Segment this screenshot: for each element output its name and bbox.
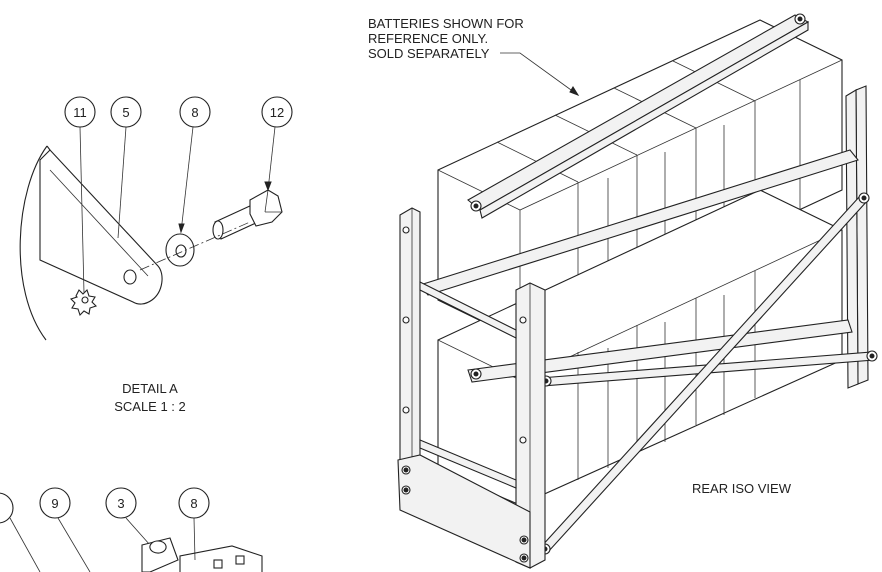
lower-detail-assembly xyxy=(0,492,263,572)
hex-bolt-part-12 xyxy=(212,189,283,240)
detail-a-assembly xyxy=(19,126,283,341)
note-line-2: REFERENCE ONLY. xyxy=(368,31,488,46)
callout-9-label: 9 xyxy=(51,496,58,511)
shelf-rail xyxy=(467,319,853,383)
note-leader xyxy=(500,52,579,96)
view-label: REAR ISO VIEW xyxy=(692,481,792,496)
callout-3-label: 3 xyxy=(117,496,124,511)
bracket-hole xyxy=(123,269,137,285)
callout-11: 11 xyxy=(64,96,96,128)
base-plate xyxy=(397,454,531,569)
callout-partial xyxy=(0,492,14,524)
callout-3: 3 xyxy=(105,487,137,519)
callout-9: 9 xyxy=(39,487,71,519)
callout-8-label: 8 xyxy=(191,105,198,120)
note-line-1: BATTERIES SHOWN FOR xyxy=(368,16,524,31)
bracket-part-5 xyxy=(39,149,163,305)
callout-12-label: 12 xyxy=(270,105,284,120)
detail-scale: SCALE 1 : 2 xyxy=(114,399,186,414)
callout-12: 12 xyxy=(261,96,293,128)
callout-8-lower: 8 xyxy=(178,487,210,519)
callout-5-label: 5 xyxy=(122,105,129,120)
battery-rack-assembly xyxy=(397,13,878,569)
callout-8-lower-label: 8 xyxy=(190,496,197,511)
callout-11-label: 11 xyxy=(73,105,87,120)
detail-title: DETAIL A xyxy=(122,381,178,396)
note-line-3: SOLD SEPARATELY xyxy=(368,46,490,61)
callout-5: 5 xyxy=(110,96,142,128)
callout-8-detail: 8 xyxy=(179,96,211,128)
front-post-left xyxy=(399,207,421,479)
